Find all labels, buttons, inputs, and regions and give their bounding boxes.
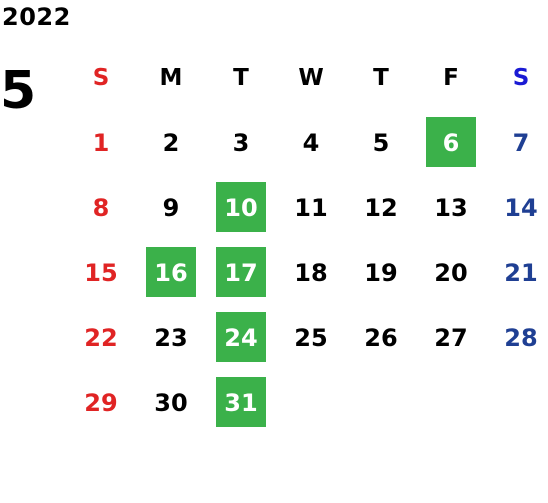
day-number: 11: [294, 193, 328, 222]
day-number: 18: [294, 258, 328, 287]
day-number: 30: [154, 388, 188, 417]
weekday-sun: S: [66, 45, 136, 110]
day-cell: 8: [66, 175, 136, 240]
day-number: 4: [302, 128, 320, 157]
weekday-mon: M: [136, 45, 206, 110]
weekday-label: T: [233, 64, 249, 91]
day-number: 31: [224, 388, 258, 417]
day-number: 23: [154, 323, 188, 352]
day-cell: 27: [416, 305, 486, 370]
day-cell: 7: [486, 110, 548, 175]
weekday-sat: S: [486, 45, 548, 110]
weekday-label: T: [373, 64, 389, 91]
day-cell: 15: [66, 240, 136, 305]
day-number: 7: [512, 128, 530, 157]
day-cell: 2: [136, 110, 206, 175]
day-number: 20: [434, 258, 468, 287]
day-cell: 26: [346, 305, 416, 370]
day-cell: 1: [66, 110, 136, 175]
weekday-thu: T: [346, 45, 416, 110]
day-number: 1: [92, 128, 110, 157]
weekday-wed: W: [276, 45, 346, 110]
day-number: 12: [364, 193, 398, 222]
day-cell: 29: [66, 370, 136, 435]
day-cell-highlighted: 17: [206, 240, 276, 305]
weekday-label: F: [443, 64, 459, 91]
day-cell-highlighted: 24: [206, 305, 276, 370]
day-number: 28: [504, 323, 538, 352]
day-cell: 18: [276, 240, 346, 305]
day-cell: 5: [346, 110, 416, 175]
day-cell-empty: [486, 370, 548, 435]
weekday-tue: T: [206, 45, 276, 110]
day-number: 5: [372, 128, 390, 157]
day-number: 13: [434, 193, 468, 222]
day-number: 19: [364, 258, 398, 287]
day-cell: 21: [486, 240, 548, 305]
day-number: 15: [84, 258, 118, 287]
day-number: 10: [224, 193, 258, 222]
day-cell-empty: [416, 370, 486, 435]
day-cell: 9: [136, 175, 206, 240]
year-label: 2022: [2, 3, 71, 31]
day-number: 22: [84, 323, 118, 352]
day-cell: 25: [276, 305, 346, 370]
day-cell: 13: [416, 175, 486, 240]
day-number: 8: [92, 193, 110, 222]
day-cell: 20: [416, 240, 486, 305]
weekday-label: W: [298, 64, 324, 91]
day-number: 27: [434, 323, 468, 352]
weekday-label: M: [159, 64, 183, 91]
day-number: 14: [504, 193, 538, 222]
weekday-label: S: [512, 64, 530, 91]
day-cell-empty: [346, 370, 416, 435]
day-number: 21: [504, 258, 538, 287]
day-cell: 30: [136, 370, 206, 435]
day-cell: 11: [276, 175, 346, 240]
month-label: 5: [0, 61, 37, 121]
calendar-grid: S M T W T F S 1 2 3 4 5 6 7 8 9 10 11 12…: [66, 45, 548, 500]
day-number: 24: [224, 323, 258, 352]
day-number: 9: [162, 193, 180, 222]
day-cell-highlighted: 31: [206, 370, 276, 435]
day-number: 3: [232, 128, 250, 157]
day-cell: 12: [346, 175, 416, 240]
day-number: 25: [294, 323, 328, 352]
day-number: 16: [154, 258, 188, 287]
day-number: 17: [224, 258, 258, 287]
day-cell: 22: [66, 305, 136, 370]
day-number: 6: [442, 128, 460, 157]
day-number: 29: [84, 388, 118, 417]
day-cell: 28: [486, 305, 548, 370]
day-cell: 4: [276, 110, 346, 175]
day-cell-highlighted: 16: [136, 240, 206, 305]
day-cell: 3: [206, 110, 276, 175]
day-cell-highlighted: 10: [206, 175, 276, 240]
weekday-label: S: [92, 64, 110, 91]
day-cell: 23: [136, 305, 206, 370]
day-cell: 19: [346, 240, 416, 305]
day-cell-empty: [276, 370, 346, 435]
weekday-fri: F: [416, 45, 486, 110]
day-cell: 14: [486, 175, 548, 240]
day-number: 26: [364, 323, 398, 352]
day-number: 2: [162, 128, 180, 157]
day-cell-highlighted: 6: [416, 110, 486, 175]
